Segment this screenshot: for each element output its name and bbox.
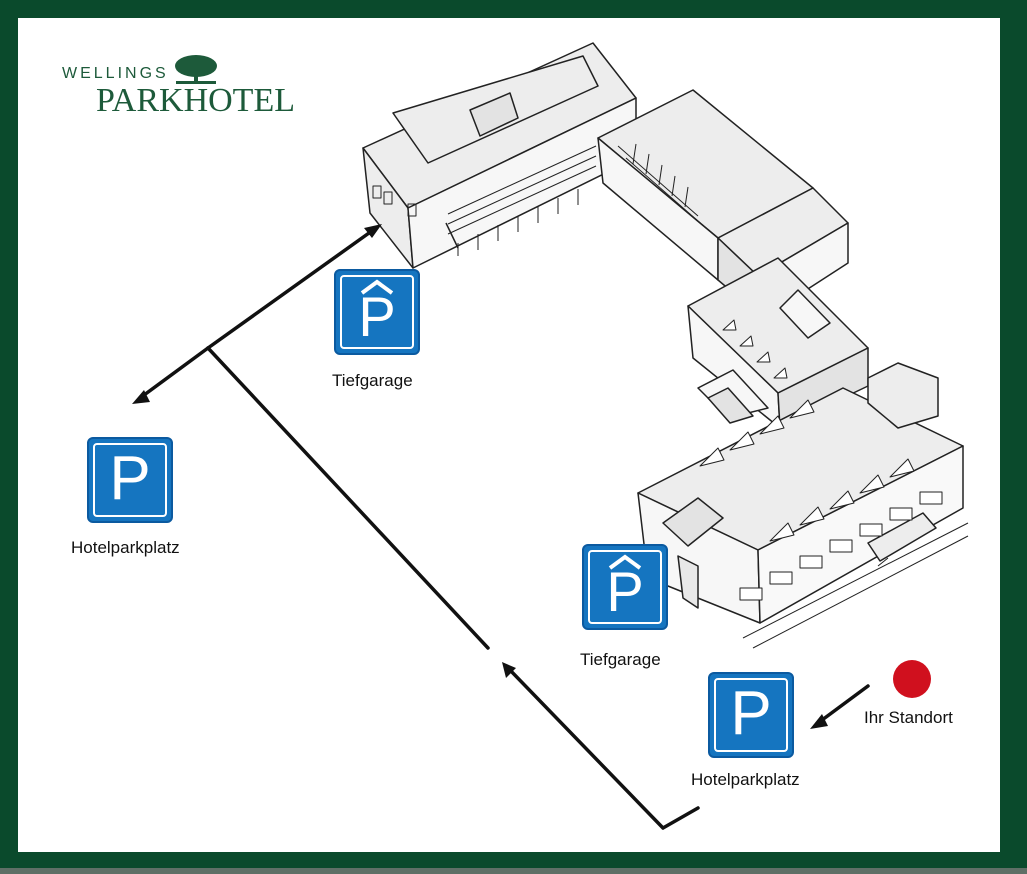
hotelparkplatz-label-east: Hotelparkplatz [691,770,800,789]
hotelparkplatz-label-west: Hotelparkplatz [71,538,180,557]
logo-parkhotel: PARKHOTEL [96,82,295,119]
arrow-head-2 [132,390,150,404]
main-building-illustration [362,42,637,269]
east-wing-illustration [597,89,849,319]
sign-letter: P [606,560,644,623]
map-frame: WELLINGS PARKHOTEL P Tiefgarage P Hotelp… [18,18,1000,852]
tiefgarage-sign-south[interactable]: P [582,544,668,630]
arrow-head-1 [364,224,382,238]
route-from-entrance [506,666,700,830]
route-from-standort [816,684,870,725]
tiefgarage-label-south: Tiefgarage [580,650,661,669]
hotelparkplatz-sign-east[interactable]: P [708,672,794,758]
sign-letter: P [358,285,396,348]
sign-letter: P [730,679,772,748]
hotelparkplatz-sign-west[interactable]: P [87,437,173,523]
sign-letter: P [109,444,151,513]
route-main-access [206,346,490,650]
route-to-west-parking [138,346,210,400]
ihr-standort-label: Ihr Standort [864,708,953,727]
garage-roof-icon [360,279,394,295]
hotel-site-map [132,42,969,830]
oak-tree-icon [175,55,217,84]
tiefgarage-label-north: Tiefgarage [332,371,413,390]
logo-wellings: WELLINGS [62,65,169,82]
garage-roof-icon [608,554,642,570]
frame-bottom-edge [0,868,1027,874]
arrow-head-4 [810,714,828,729]
arrow-head-3 [502,662,516,678]
location-dot-icon [893,660,931,698]
tiefgarage-sign-north[interactable]: P [334,269,420,355]
lower-building-illustration [637,362,969,649]
route-to-garage-and-parking [206,226,378,350]
